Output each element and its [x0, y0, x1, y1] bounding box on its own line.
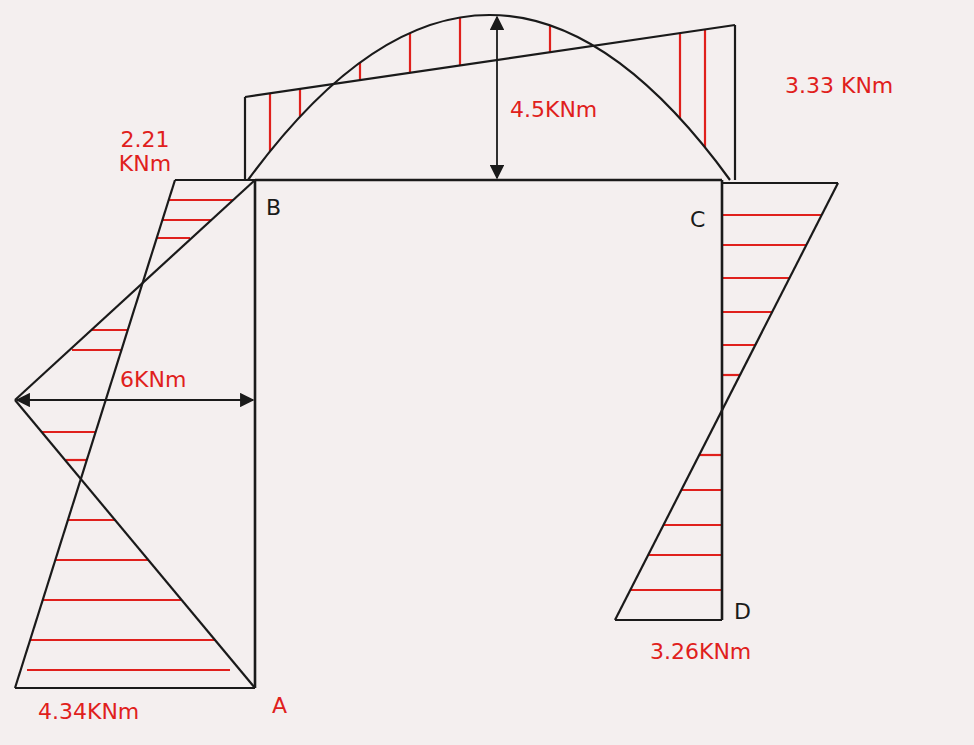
joint-letter: D — [734, 600, 751, 624]
portal-frame — [255, 180, 722, 688]
moment-value: 4.34KNm — [38, 700, 139, 724]
moment-value: 3.26KNm — [650, 640, 751, 664]
joint-letter: A — [272, 694, 287, 718]
moment-value: 4.5KNm — [510, 98, 597, 122]
moment-value: 6KNm — [118, 368, 188, 392]
moment-outline — [15, 15, 838, 688]
dimension-arrow — [17, 17, 497, 400]
moment-value: 3.33 KNm — [783, 74, 895, 98]
joint-letter: B — [266, 196, 281, 220]
joint-letter: C — [690, 208, 705, 232]
hatching — [27, 17, 822, 670]
moment-value: 2.21 KNm — [108, 128, 182, 176]
